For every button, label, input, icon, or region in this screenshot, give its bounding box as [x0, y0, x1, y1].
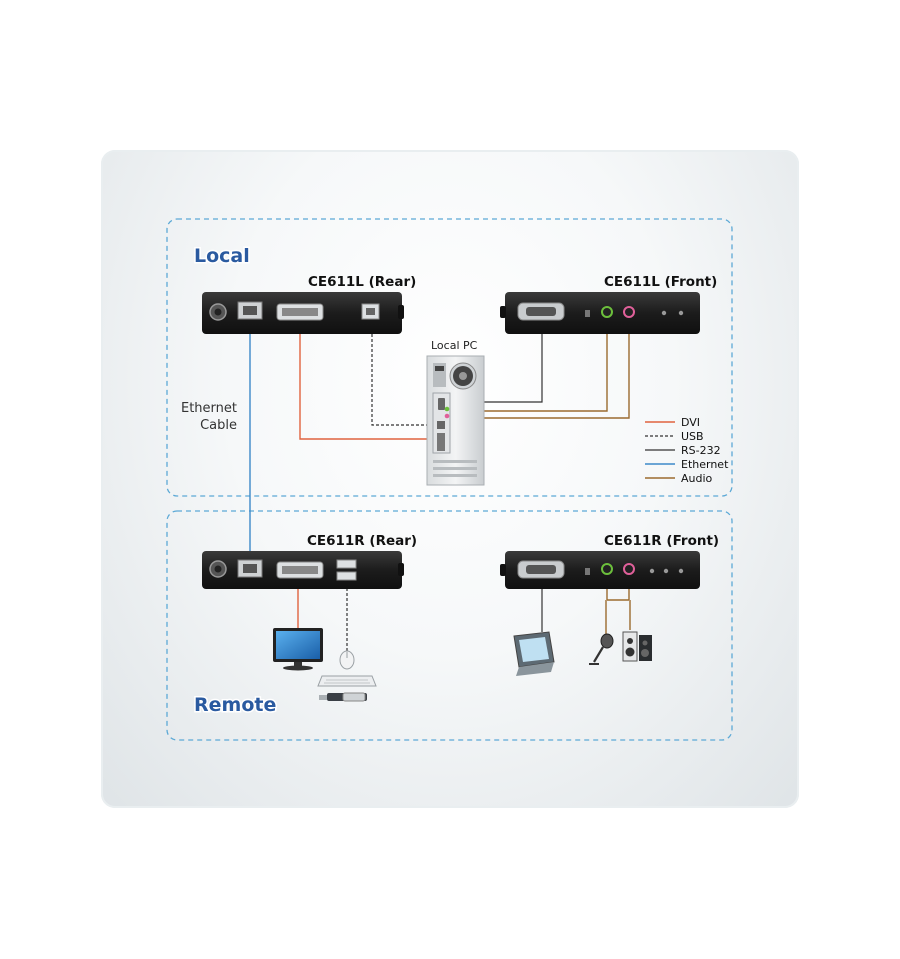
usb-drive-icon [319, 692, 367, 702]
remote-zone [166, 510, 733, 741]
usb-cable-local [371, 334, 436, 426]
local-zone-title: Local [194, 245, 250, 267]
dvi-cable-local [299, 334, 436, 440]
audio-cable-local-1 [444, 320, 608, 412]
remote-front-label: CE611R (Front) [604, 533, 719, 549]
local-rear-device [202, 292, 404, 334]
audio-cable-local-2 [444, 320, 630, 419]
touch-terminal-icon [513, 631, 555, 676]
local-pc-tower [426, 355, 485, 486]
mouse-icon [339, 650, 355, 670]
monitor-icon [273, 628, 323, 671]
local-front-label: CE611L (Front) [604, 274, 717, 290]
legend-label-audio: Audio [681, 472, 713, 485]
legend-label-ethernet: Ethernet [681, 458, 729, 471]
legend-label-rs232: RS-232 [681, 444, 721, 457]
keyboard-icon [317, 675, 377, 687]
local-front-device [500, 292, 700, 334]
local-pc-label: Local PC [431, 339, 478, 352]
ethernet-cable-label-line2: Cable [200, 418, 237, 433]
ethernet-cable-label-line1: Ethernet [181, 401, 237, 416]
legend-label-usb: USB [681, 430, 704, 443]
local-zone [166, 218, 733, 497]
speakers-icon [622, 631, 652, 662]
remote-front-device [500, 551, 700, 589]
microphone-icon [589, 633, 614, 665]
remote-rear-label: CE611R (Rear) [307, 533, 417, 549]
legend: DVI USB RS-232 Ethernet Audio [645, 416, 729, 485]
remote-rear-device [202, 551, 404, 589]
legend-label-dvi: DVI [681, 416, 700, 429]
local-rear-label: CE611L (Rear) [308, 274, 416, 290]
remote-zone-title: Remote [194, 694, 276, 716]
